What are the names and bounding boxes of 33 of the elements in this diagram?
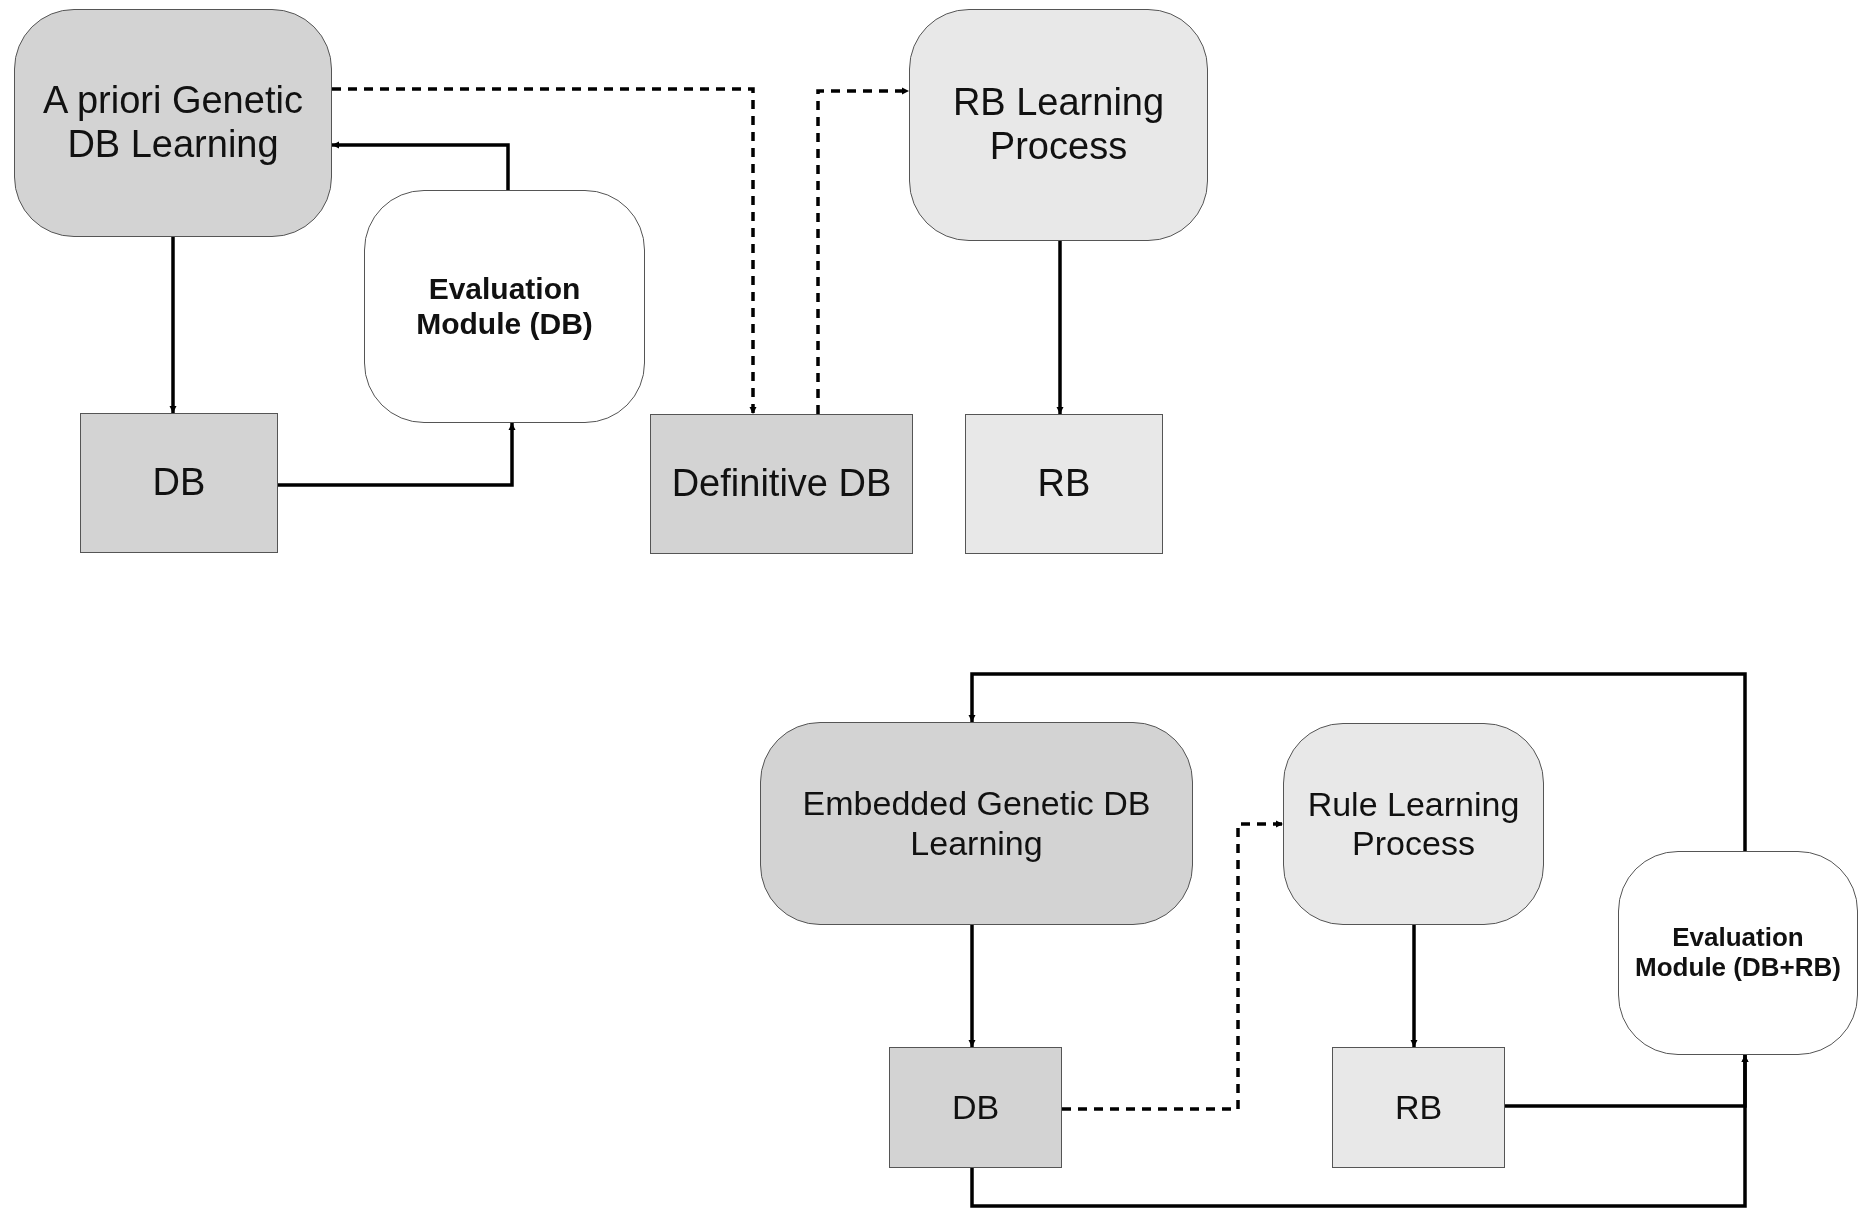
- node-label: RB Learning Process: [951, 81, 1166, 169]
- node-label: A priori Genetic DB Learning: [42, 79, 304, 167]
- arrow: [332, 87, 757, 414]
- node-label: RB: [1036, 462, 1092, 506]
- arrow: [968, 672, 1747, 851]
- data-box: [965, 414, 1163, 554]
- node-label: RB: [1393, 1087, 1444, 1128]
- node-label: Rule Learning Process: [1306, 784, 1521, 864]
- node-label: DB: [151, 461, 207, 505]
- process-box: [760, 722, 1193, 925]
- evaluation-module-box: [1618, 851, 1858, 1055]
- evaluation-module-box: [364, 190, 645, 423]
- data-box: [80, 413, 278, 553]
- arrow: [1056, 241, 1064, 414]
- node-label: DB: [950, 1087, 1001, 1128]
- arrow: [968, 925, 976, 1047]
- arrow: [278, 423, 516, 487]
- data-box: [650, 414, 913, 554]
- process-box: [1283, 723, 1544, 925]
- arrow: [816, 87, 909, 414]
- node-label: Embedded Genetic DB Learning: [801, 784, 1152, 863]
- node-label: Definitive DB: [670, 462, 893, 506]
- process-box: [14, 9, 332, 237]
- data-box: [889, 1047, 1062, 1168]
- arrow: [1410, 925, 1418, 1047]
- node-label: Evaluation Module (DB): [415, 272, 594, 341]
- data-box: [1332, 1047, 1505, 1168]
- arrow: [332, 141, 510, 190]
- arrow: [1062, 820, 1283, 1111]
- arrow: [970, 1055, 1749, 1208]
- node-label: Evaluation Module (DB+RB): [1634, 923, 1842, 983]
- arrow: [169, 237, 177, 413]
- process-box: [909, 9, 1208, 241]
